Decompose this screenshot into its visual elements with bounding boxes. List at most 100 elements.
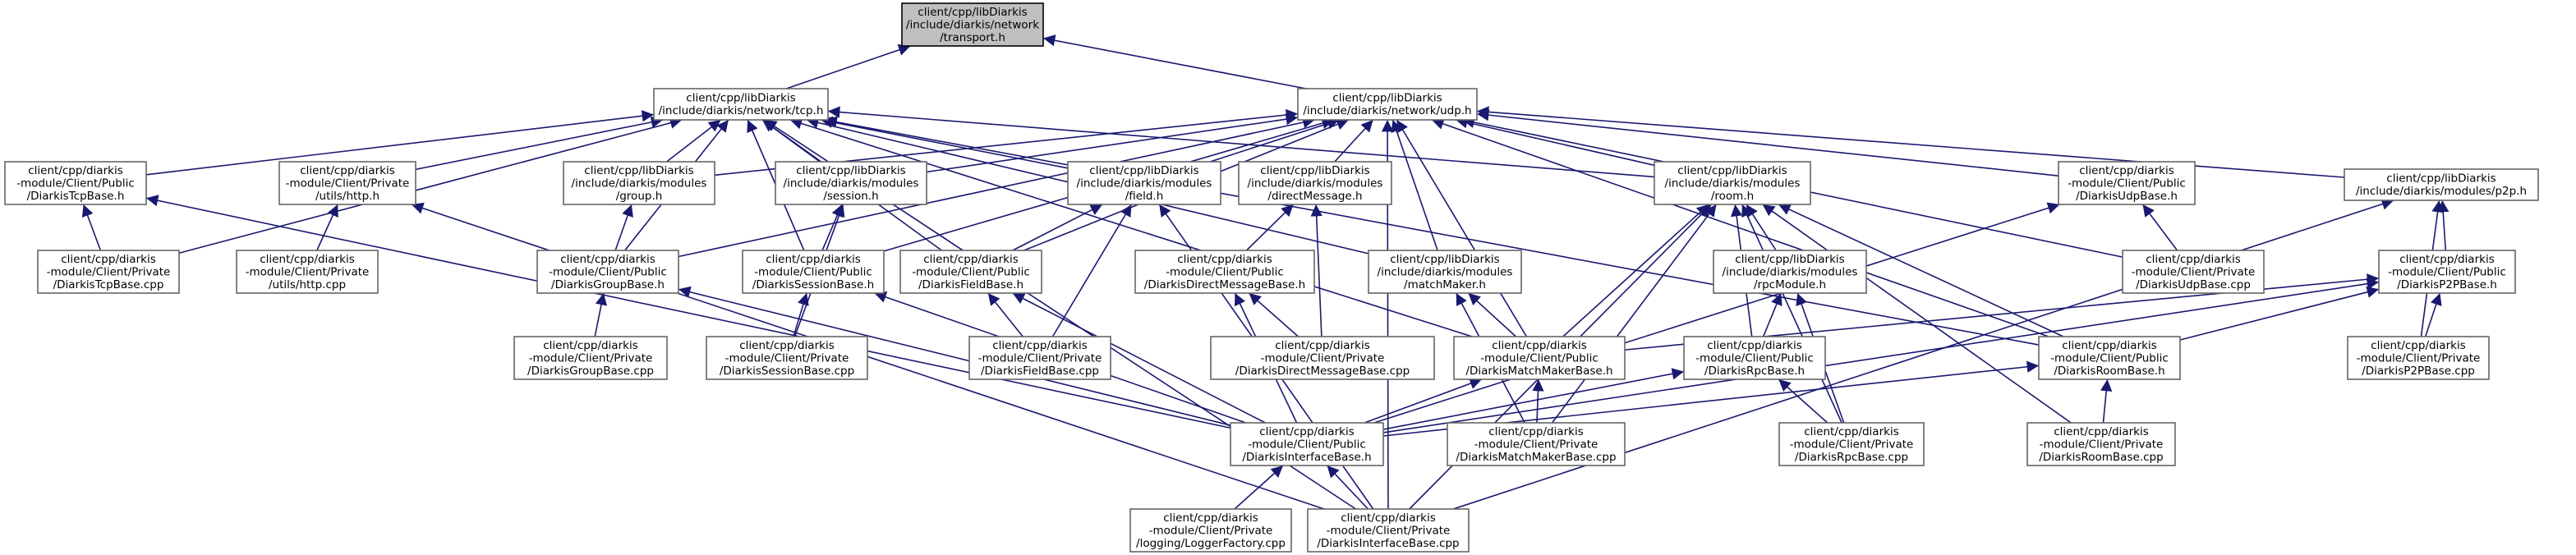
node-box [2122, 250, 2265, 294]
node-label-line: /group.h [616, 190, 663, 203]
node-tcpbase-cpp[interactable]: client/cpp/diarkis-module/Client/Private… [37, 250, 180, 294]
node-box [706, 336, 868, 380]
node-label-line: -module/Client/Private [1790, 438, 1914, 451]
edge-arrow [785, 44, 911, 89]
node-box [1210, 336, 1435, 380]
edge-arrow [1778, 378, 1828, 424]
node-tcp-h[interactable]: client/cpp/libDiarkis/include/diarkis/ne… [653, 88, 829, 121]
node-label-line: /DiarkisP2PBase.cpp [2362, 365, 2475, 378]
edge-arrow [926, 112, 1299, 173]
edge-directmessagebase_cpp-to-directmessagebase_h [1248, 292, 1300, 337]
node-groupbase-cpp[interactable]: client/cpp/diarkis-module/Client/Private… [513, 336, 668, 380]
node-p2pbase-cpp[interactable]: client/cpp/diarkis-module/Client/Private… [2347, 336, 2490, 380]
node-directmessagebase-cpp[interactable]: client/cpp/diarkis-module/Client/Private… [1210, 336, 1435, 380]
node-loggerfactory-cpp[interactable]: client/cpp/diarkis-module/Client/Private… [1129, 508, 1292, 553]
node-directmessage-h[interactable]: client/cpp/libDiarkis/include/diarkis/mo… [1238, 161, 1392, 205]
node-udp-h[interactable]: client/cpp/libDiarkis/include/diarkis/ne… [1297, 88, 1478, 121]
node-label-line: client/cpp/diarkis [923, 253, 1018, 266]
node-roombase-h[interactable]: client/cpp/diarkis-module/Client/Public/… [2038, 336, 2181, 380]
node-field-h[interactable]: client/cpp/libDiarkis/include/diarkis/mo… [1067, 161, 1221, 205]
edge-arrow [1551, 204, 1718, 424]
node-label-line: -module/Client/Public [2388, 265, 2506, 278]
node-label-line: /matchMaker.h [1404, 278, 1486, 291]
node-matchmakerbase-cpp[interactable]: client/cpp/diarkis-module/Client/Private… [1447, 422, 1626, 466]
node-directmessagebase-h[interactable]: client/cpp/diarkis-module/Client/Public/… [1134, 250, 1315, 294]
node-udpbase-h[interactable]: client/cpp/diarkis-module/Client/Public/… [2058, 161, 2196, 205]
node-sessionbase-cpp[interactable]: client/cpp/diarkis-module/Client/Private… [706, 336, 868, 380]
node-box [2026, 422, 2176, 466]
node-room-h[interactable]: client/cpp/libDiarkis/include/diarkis/mo… [1654, 161, 1811, 205]
node-tcpbase-h[interactable]: client/cpp/diarkis-module/Client/Public/… [4, 161, 147, 205]
node-p2pbase-h[interactable]: client/cpp/diarkis-module/Client/Public/… [2378, 250, 2516, 294]
node-label-line: /directMessage.h [1267, 190, 1362, 203]
node-label-line: /include/diarkis/network/tcp.h [659, 104, 824, 117]
edge-room_h-to-tcp_h [827, 106, 1655, 178]
node-label-line: /DiarkisGroupBase.h [551, 278, 665, 291]
node-http-cpp[interactable]: client/cpp/diarkis-module/Client/Private… [236, 250, 379, 294]
node-http-h[interactable]: client/cpp/diarkis-module/Client/Private… [278, 161, 416, 205]
node-matchmaker-h[interactable]: client/cpp/libDiarkis/include/diarkis/mo… [1368, 250, 1522, 294]
node-label-line: client/cpp/libDiarkis [2386, 172, 2496, 186]
node-groupbase-h[interactable]: client/cpp/diarkis-module/Client/Public/… [536, 250, 679, 294]
node-box [1654, 161, 1811, 205]
node-fieldbase-cpp[interactable]: client/cpp/diarkis-module/Client/Private… [968, 336, 1111, 380]
node-interfacebase-h[interactable]: client/cpp/diarkis-module/Client/Public/… [1230, 422, 1384, 466]
edge-tcp_h-to-transport_h [785, 44, 911, 89]
node-group-h[interactable]: client/cpp/libDiarkis/include/diarkis/mo… [563, 161, 715, 205]
node-rpcmodule-h[interactable]: client/cpp/libDiarkis/include/diarkis/mo… [1713, 250, 1867, 294]
edge-arrow [1778, 204, 2064, 337]
edge-arrow [1326, 465, 1369, 510]
node-box [899, 250, 1042, 294]
edge-p2pbase_h-to-p2p_h [2437, 200, 2450, 251]
node-label-line: client/cpp/libDiarkis [1260, 164, 1369, 177]
edge-matchmaker_h-to-udp_h [1391, 119, 1438, 251]
node-box [2038, 336, 2181, 380]
edge-arrow [1762, 204, 2072, 424]
node-label-line: /include/diarkis/modules [784, 177, 919, 190]
node-p2p-h[interactable]: client/cpp/libDiarkis/include/diarkis/mo… [2344, 168, 2539, 201]
edge-rpcbase_cpp-to-room_h [1741, 204, 1842, 424]
node-label-line: client/cpp/diarkis [2054, 425, 2148, 438]
node-label-line: /include/diarkis/modules [572, 177, 707, 190]
node-box [901, 2, 1044, 47]
edge-arrow [2100, 378, 2113, 424]
node-label-line: -module/Client/Private [2040, 438, 2164, 451]
node-label-line: /utils/http.h [315, 190, 380, 203]
node-label-line: /include/diarkis/network [906, 18, 1039, 31]
edge-rpcbase_h-to-rpcmodule_h [1762, 292, 1782, 337]
edge-sessionbase_h-to-session_h [821, 204, 843, 251]
node-session-h[interactable]: client/cpp/libDiarkis/include/diarkis/mo… [775, 161, 927, 205]
node-matchmakerbase-h[interactable]: client/cpp/diarkis-module/Client/Public/… [1453, 336, 1626, 380]
node-udpbase-cpp[interactable]: client/cpp/diarkis-module/Client/Private… [2122, 250, 2265, 294]
edge-arrow [987, 292, 1024, 337]
node-label-line: client/cpp/libDiarkis [1390, 253, 1499, 266]
node-label-line: -module/Client/Public [16, 177, 135, 190]
edge-arrow [1532, 378, 1544, 424]
node-roombase-cpp[interactable]: client/cpp/diarkis-module/Client/Private… [2026, 422, 2176, 466]
node-label-line: -module/Client/Public [1166, 265, 1284, 278]
edge-directmessage_h-to-udp_h [1334, 119, 1374, 163]
node-label-line: /DiarkisUdpBase.h [2076, 190, 2178, 203]
node-rpcbase-h[interactable]: client/cpp/diarkis-module/Client/Public/… [1683, 336, 1826, 380]
edge-interfacebase_h-to-tcpbase_h [145, 195, 1231, 429]
node-rpcbase-cpp[interactable]: client/cpp/diarkis-module/Client/Private… [1778, 422, 1925, 466]
edge-roombase_h-to-p2pbase_h [2179, 286, 2380, 341]
node-sessionbase-h[interactable]: client/cpp/diarkis-module/Client/Public/… [742, 250, 885, 294]
edge-interfacebase_h-to-rpcbase_h [1382, 368, 1685, 430]
node-label-line: client/cpp/diarkis [1341, 511, 1435, 525]
node-box [1713, 250, 1867, 294]
edge-arrow [1396, 119, 1528, 337]
node-label-line: client/cpp/libDiarkis [1735, 253, 1844, 266]
edge-fieldbase_cpp-to-field_h [1051, 204, 1133, 337]
node-label-line: /DiarkisFieldBase.h [918, 278, 1024, 291]
node-label-line: /DiarkisRpcBase.h [1704, 365, 1805, 378]
edge-arrow [1382, 278, 2380, 433]
node-fieldbase-h[interactable]: client/cpp/diarkis-module/Client/Public/… [899, 250, 1042, 294]
edge-room_h-to-udp_h [1455, 117, 1655, 167]
node-interfacebase-cpp[interactable]: client/cpp/diarkis-module/Client/Private… [1307, 508, 1470, 553]
node-label-line: -module/Client/Public [1480, 351, 1598, 365]
node-label-line: client/cpp/diarkis [1488, 425, 1583, 438]
node-label-line: -module/Client/Public [549, 265, 667, 278]
edge-arrow [2424, 292, 2442, 337]
edge-arrow [2141, 204, 2178, 251]
